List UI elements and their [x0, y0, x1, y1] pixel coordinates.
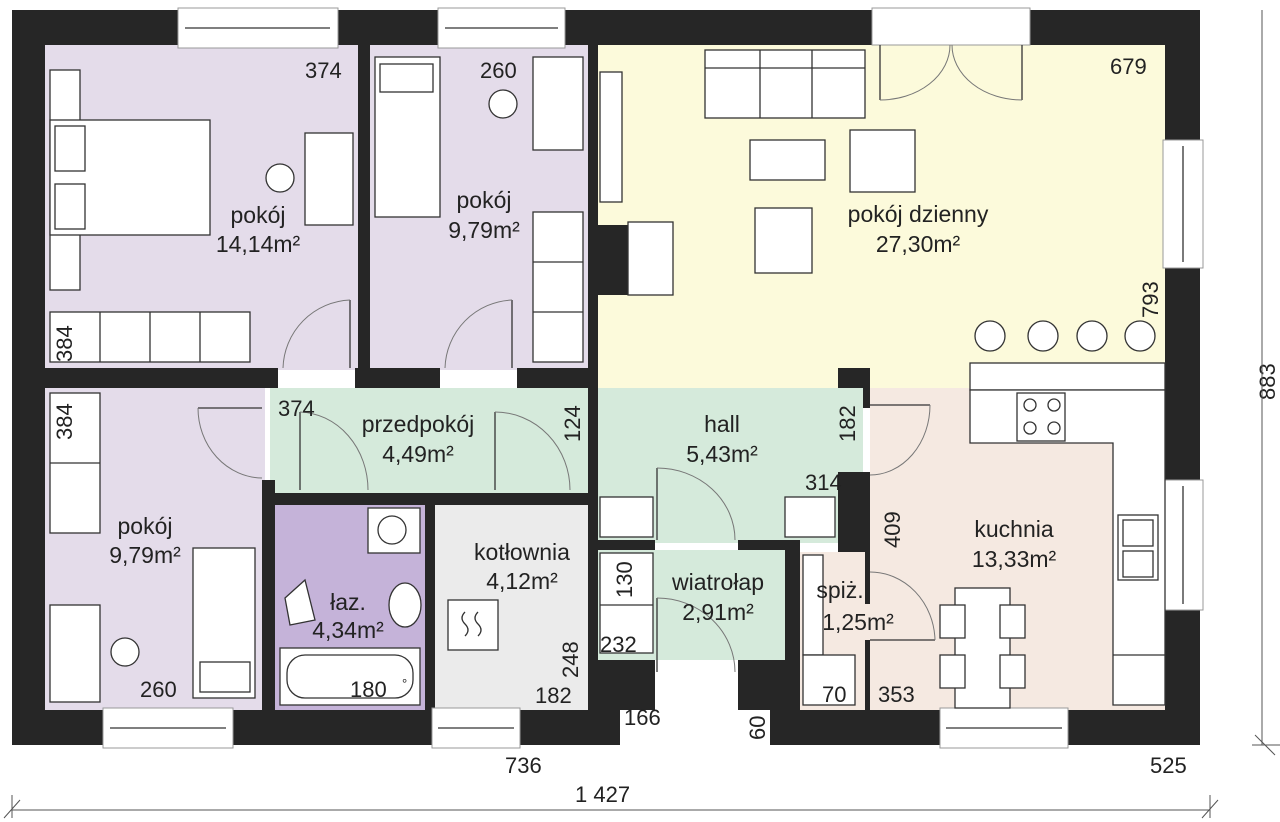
dim-label: 793	[1138, 281, 1163, 318]
dim-label: 60	[745, 716, 770, 740]
dim-label: 166	[624, 705, 661, 730]
dim-label: 374	[278, 396, 315, 421]
dim-label: 260	[480, 58, 517, 83]
dim-label: 248	[558, 641, 583, 678]
room-name: przedpokój	[362, 411, 475, 437]
dim-label: 353	[878, 682, 915, 707]
dim-label: 130	[612, 561, 637, 598]
dim-label: 180	[350, 677, 387, 702]
dim-label: 232	[600, 632, 637, 657]
room-name: spiż.	[816, 577, 863, 603]
room-area: 14,14m²	[216, 231, 301, 257]
room-area: 4,49m²	[382, 441, 454, 467]
dim-label: 314	[805, 470, 842, 495]
room-living	[598, 45, 1168, 390]
room-area: 2,91m²	[682, 599, 754, 625]
room-labels: pokój 14,14m² pokój 9,79m² pokój dzienny…	[109, 187, 1056, 643]
room-name: kuchnia	[974, 516, 1053, 542]
room-name: łaz.	[330, 589, 366, 615]
room-area: 9,79m²	[448, 217, 520, 243]
dim-label: 409	[880, 511, 905, 548]
windows	[102, 7, 1204, 749]
dim-label: 124	[560, 405, 585, 442]
room-name: wiatrołap	[671, 569, 764, 595]
room-area: 27,30m²	[876, 231, 961, 257]
dim-label: 70	[822, 682, 846, 707]
dim-label: 182	[835, 405, 860, 442]
degree-mark: °	[402, 676, 407, 691]
room-area: 9,79m²	[109, 542, 181, 568]
dim-label: 736	[505, 753, 542, 778]
dim-label: 384	[52, 403, 77, 440]
total-height-label: 883	[1255, 363, 1280, 400]
room-hallway	[270, 388, 590, 495]
dimension-labels: 374 260 679 793 384 374 124 182 314 384 …	[52, 54, 1280, 807]
dimension-lines	[3, 10, 1280, 819]
room-area: 5,43m²	[686, 441, 758, 467]
walls	[12, 10, 1200, 745]
total-width-label: 1 427	[575, 782, 630, 807]
room-area: 1,25m²	[822, 609, 894, 635]
room-name: pokój dzienny	[848, 201, 989, 227]
furniture	[49, 49, 1166, 709]
room-name: pokój	[231, 202, 286, 228]
room-name: kotłownia	[474, 539, 570, 565]
room-name: hall	[704, 411, 740, 437]
dim-label: 384	[52, 325, 77, 362]
room-name: pokój	[457, 187, 512, 213]
dim-label: 260	[140, 677, 177, 702]
room-name: pokój	[118, 513, 173, 539]
dim-label: 374	[305, 58, 342, 83]
room-area: 4,12m²	[486, 568, 558, 594]
dim-label: 525	[1150, 753, 1187, 778]
doors	[197, 44, 1023, 673]
room-area: 13,33m²	[972, 546, 1057, 572]
room-area: 4,34m²	[312, 617, 384, 643]
dim-label: 182	[535, 683, 572, 708]
dim-label: 679	[1110, 54, 1147, 79]
